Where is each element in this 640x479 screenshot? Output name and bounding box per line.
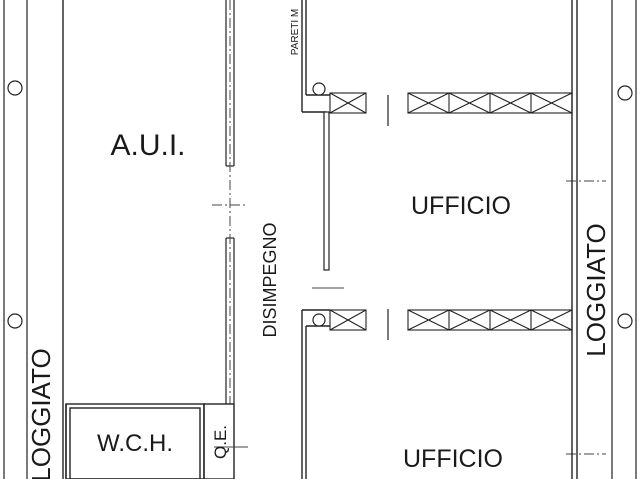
room-label-loggiato-left: LOGGIATO: [26, 348, 56, 479]
sliding-door: [323, 111, 330, 271]
wch-walls: [65, 403, 235, 479]
right-office-wall: [571, 0, 578, 479]
outer-walls: [3, 0, 637, 479]
room-label-wch: W.C.H.: [97, 430, 173, 457]
room-label-ufficio-top: UFFICIO: [411, 192, 511, 220]
room-label-disimpegno: DISIMPEGNO: [260, 222, 280, 337]
room-label-ufficio-bottom: UFFICIO: [403, 445, 503, 473]
room-label-qe: Q.E.: [211, 425, 230, 459]
room-label-loggiato-right: LOGGIATO: [581, 223, 611, 356]
lower-partition: [329, 309, 573, 331]
note-pareti: PARETI M: [290, 9, 301, 55]
aui-wall: [225, 0, 235, 404]
room-label-aui: A.U.I.: [110, 129, 185, 162]
upper-partition: [329, 92, 573, 114]
structural-columns: [7, 80, 633, 329]
corridor-columns: [312, 82, 326, 327]
